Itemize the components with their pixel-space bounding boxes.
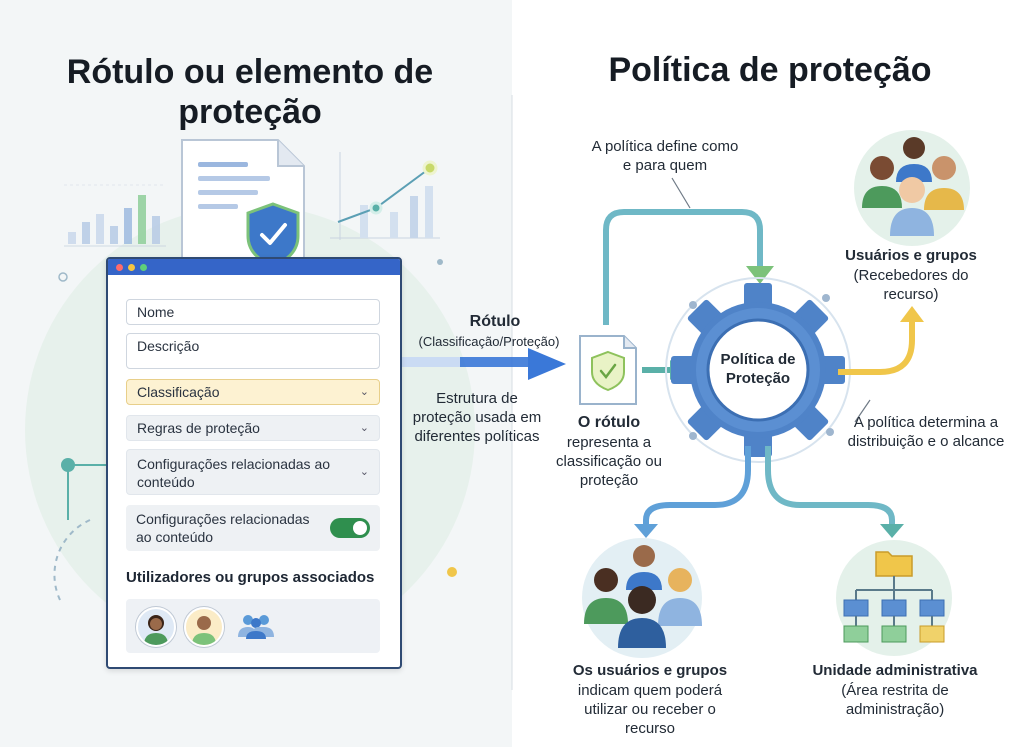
folder-icon [875,551,913,577]
gear-icon [671,283,845,457]
org-chart-icon [843,551,945,643]
gear-label: Política de Proteção [720,351,796,387]
name-field-label: Nome [137,304,175,320]
window-titlebar [108,259,400,275]
avatar[interactable] [184,607,224,647]
people-icon [862,137,964,236]
users-groups-title: Usuários e grupos [845,247,977,264]
policy-determina-text: A política determina a distribuição e o … [847,414,1005,450]
chevron-down-icon: ⌄ [359,422,369,434]
minimize-dot [128,264,135,271]
recipients-title: Os usuários e grupos [572,662,728,679]
content-settings-toggle-row: Configurações relacionadas ao conteúdo [126,505,380,551]
recipients-text: indicam quem poderá utilizar ou receber … [577,682,723,737]
protection-rules-label: Regras de proteção [137,420,260,436]
policy-define-text: A política define como e para quem [591,138,739,174]
o-rotulo-text: representa a classificação ou proteção [556,434,662,489]
label-form-card: Nome Descrição Classificação ⌄ Regras de … [106,257,402,669]
close-dot [116,264,123,271]
rotulo-label: Rótulo [469,313,521,330]
classification-select[interactable]: Classificação ⌄ [126,379,380,405]
group-icon[interactable] [236,613,276,644]
structure-text: Estrutura de proteção usada em diferente… [412,390,542,445]
rotulo-sublabel: (Classificação/Proteção) [418,334,560,349]
bar-chart-icon [64,184,166,247]
description-field[interactable]: Descrição [126,333,380,369]
admin-unit-sub: (Área restrita de administração) [841,682,949,718]
label-document-icon [579,335,637,405]
description-field-label: Descrição [137,338,200,354]
avatar[interactable] [136,607,176,647]
label-arrow [400,348,566,380]
chevron-down-icon: ⌄ [359,466,369,478]
protection-rules-select[interactable]: Regras de proteção ⌄ [126,415,380,441]
content-settings-toggle-label: Configurações relacionadas ao conteúdo [136,511,310,545]
content-settings-select[interactable]: Configurações relacionadas ao conteúdo ⌄ [126,449,380,495]
right-title: Política de proteção [608,51,932,89]
people-icon [584,545,702,648]
content-settings-toggle[interactable] [330,518,370,538]
o-rotulo-title: O rótulo [577,414,641,431]
associated-users-title: Utilizadores ou grupos associados [126,569,375,586]
name-field[interactable]: Nome [126,299,380,325]
content-settings-label: Configurações relacionadas ao conteúdo [137,456,331,490]
chevron-down-icon: ⌄ [359,386,369,398]
line-chart-icon [330,152,440,240]
maximize-dot [140,264,147,271]
users-groups-sub: (Recebedores do recurso) [853,267,969,303]
classification-label: Classificação [137,384,220,400]
associated-users-list [126,599,380,653]
left-title: Rótulo ou elemento de proteção [66,53,434,131]
admin-unit-title: Unidade administrativa [812,662,978,679]
